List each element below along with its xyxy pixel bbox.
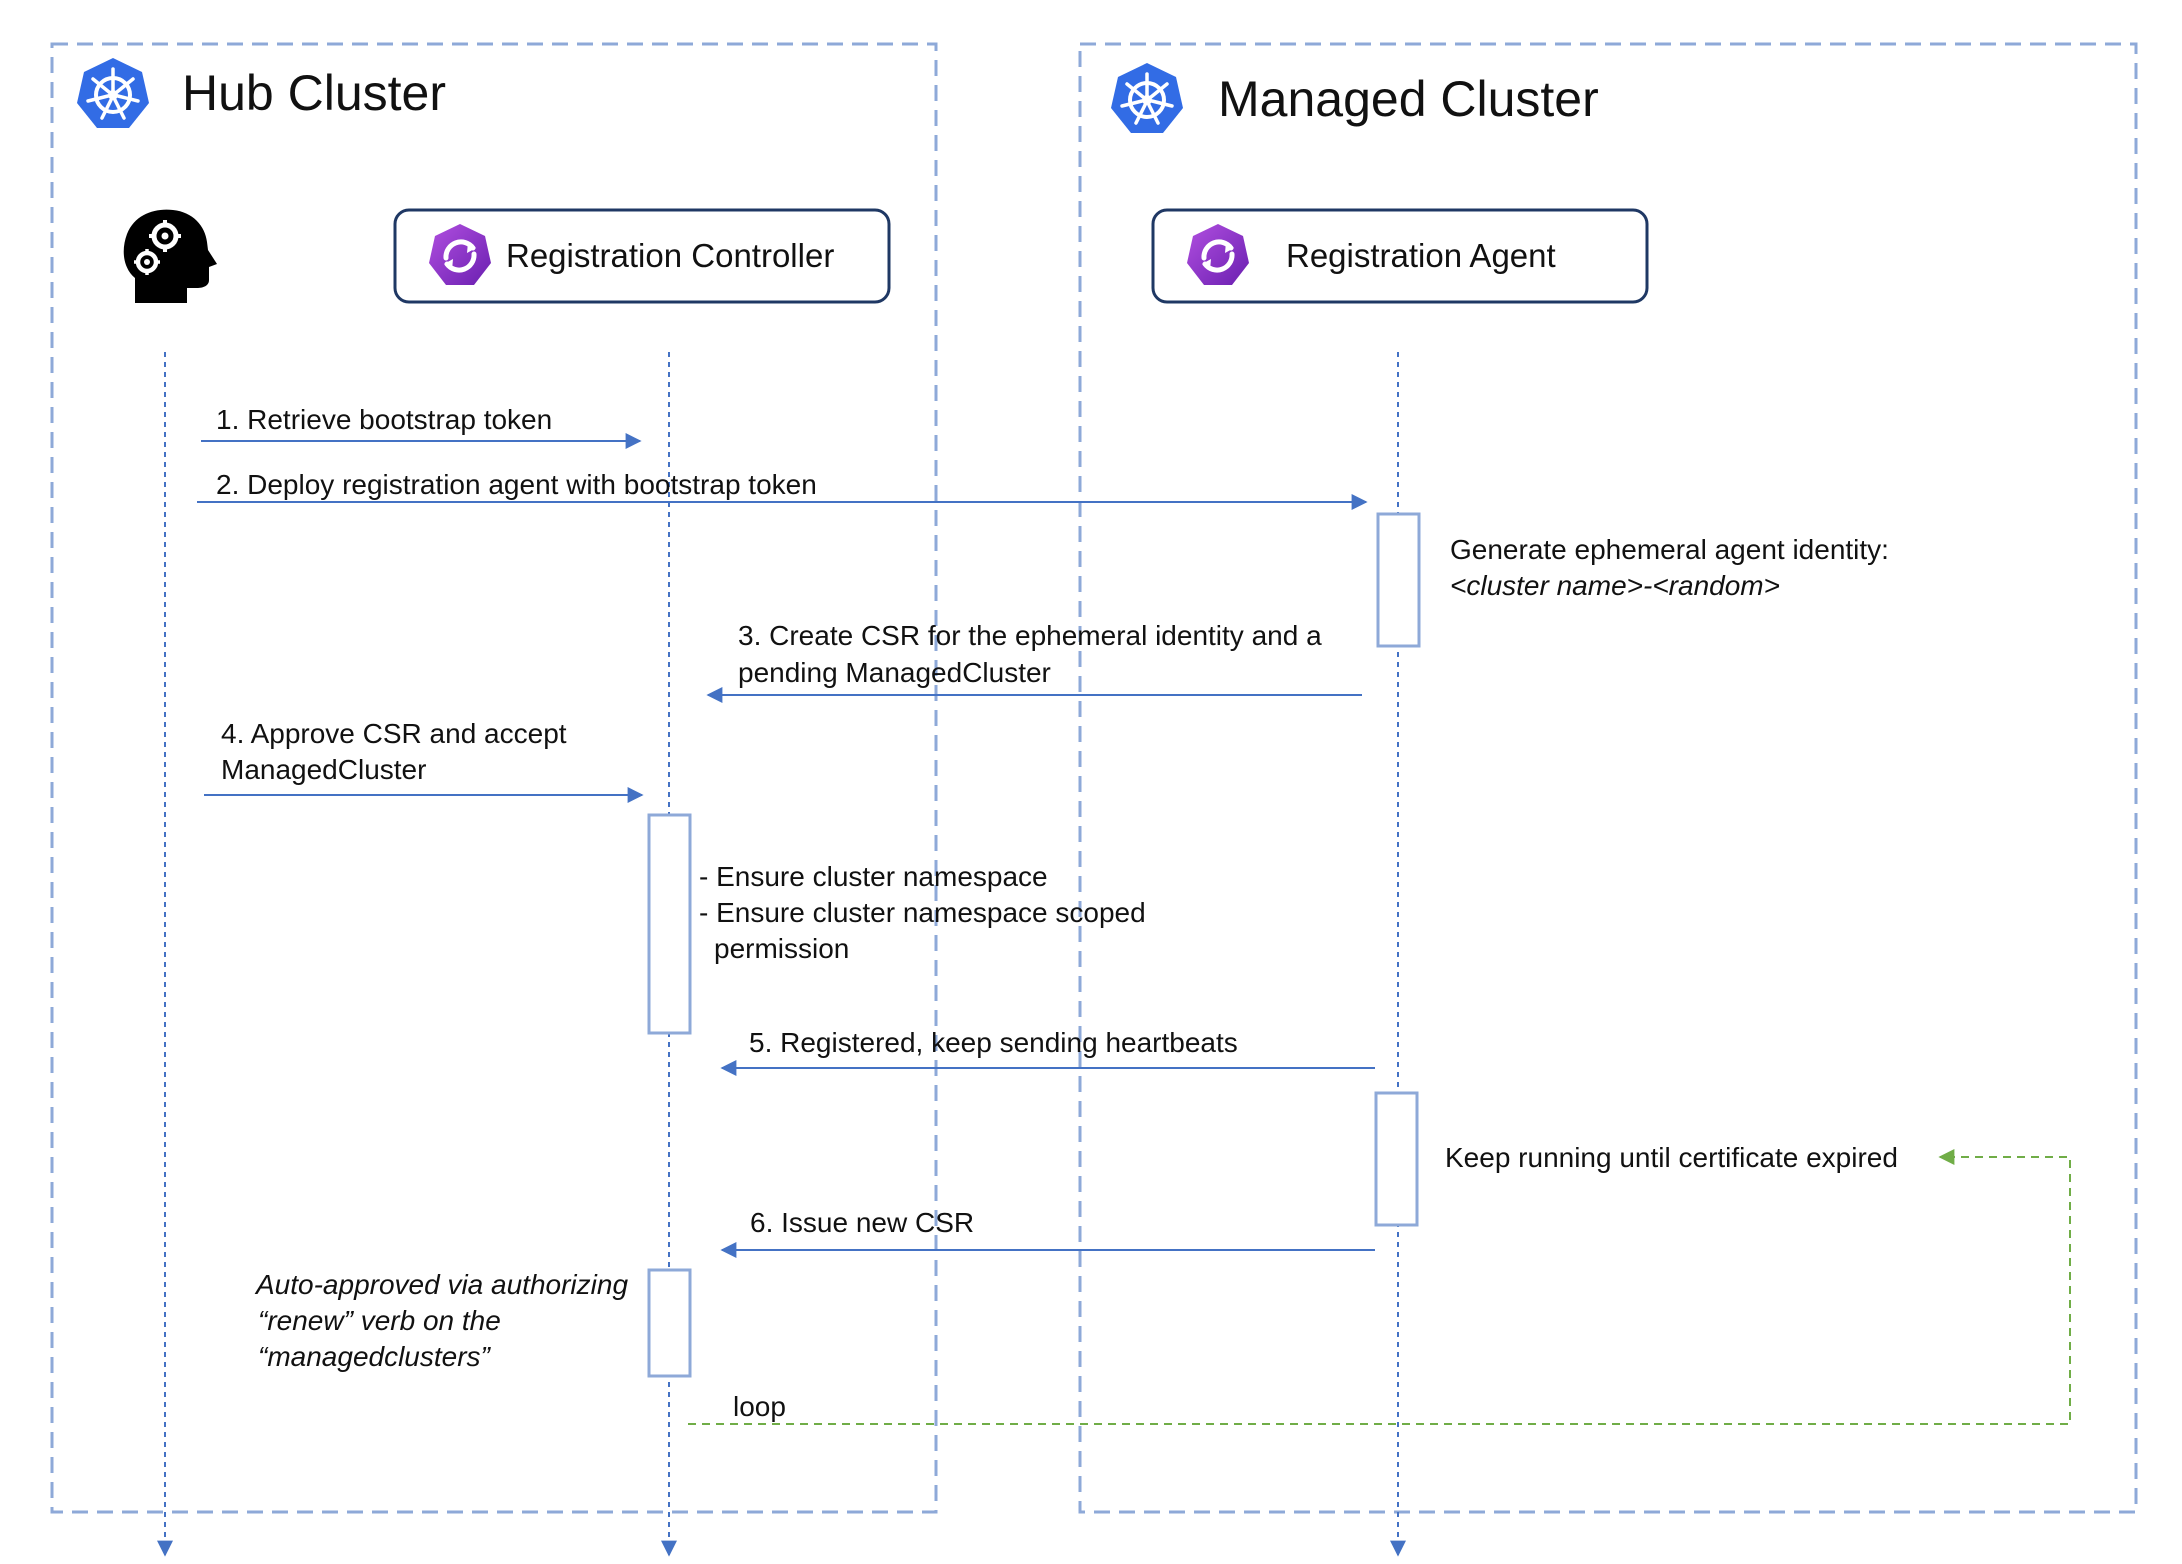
- loop-arrow: [688, 1149, 2071, 1425]
- kubernetes-icon: [75, 56, 151, 130]
- registration-agent-participant: Registration Agent: [1151, 208, 1649, 304]
- message-1-label: 1. Retrieve bootstrap token: [216, 404, 552, 435]
- message-4-label-line-2: ManagedCluster: [221, 754, 426, 785]
- registration-controller-label: Registration Controller: [506, 237, 834, 274]
- identity-note-line-2: <cluster name>-<random>: [1450, 570, 1780, 601]
- identity-note-line-1: Generate ephemeral agent identity:: [1450, 534, 1889, 565]
- registration-agent-label: Registration Agent: [1286, 237, 1556, 274]
- auto-approve-note-line-1: Auto-approved via authorizing: [254, 1269, 628, 1300]
- loop-label: loop: [733, 1391, 786, 1422]
- kubernetes-icon: [1109, 61, 1185, 135]
- managed-cluster-title: Managed Cluster: [1218, 71, 1599, 127]
- message-5-label: 5. Registered, keep sending heartbeats: [749, 1027, 1238, 1058]
- agent-activation-2: [1374, 1091, 1419, 1227]
- auto-approve-note-line-3: “managedclusters”: [258, 1341, 492, 1372]
- admin-head-gears-icon: [123, 209, 217, 303]
- message-4-label-line-1: 4. Approve CSR and accept: [221, 718, 567, 749]
- keep-running-note: Keep running until certificate expired: [1445, 1142, 1898, 1173]
- hub-cluster-title: Hub Cluster: [182, 65, 446, 121]
- controller-activation-2: [647, 1268, 692, 1378]
- message-3-label-line-1: 3. Create CSR for the ephemeral identity…: [738, 620, 1322, 651]
- controller-activation-1: [647, 813, 692, 1035]
- message-3-label-line-2: pending ManagedCluster: [738, 657, 1051, 688]
- auto-approve-note-line-2: “renew” verb on the: [258, 1305, 501, 1336]
- managed-cluster-boundary: [1078, 42, 2138, 1514]
- message-2-label: 2. Deploy registration agent with bootst…: [216, 469, 817, 500]
- registration-controller-participant: Registration Controller: [393, 208, 891, 304]
- ensure-note-line-3: permission: [714, 933, 849, 964]
- agent-activation-1: [1376, 512, 1421, 648]
- message-6-label: 6. Issue new CSR: [750, 1207, 974, 1238]
- ensure-note-line-1: - Ensure cluster namespace: [699, 861, 1048, 892]
- ensure-note-line-2: - Ensure cluster namespace scoped: [699, 897, 1146, 928]
